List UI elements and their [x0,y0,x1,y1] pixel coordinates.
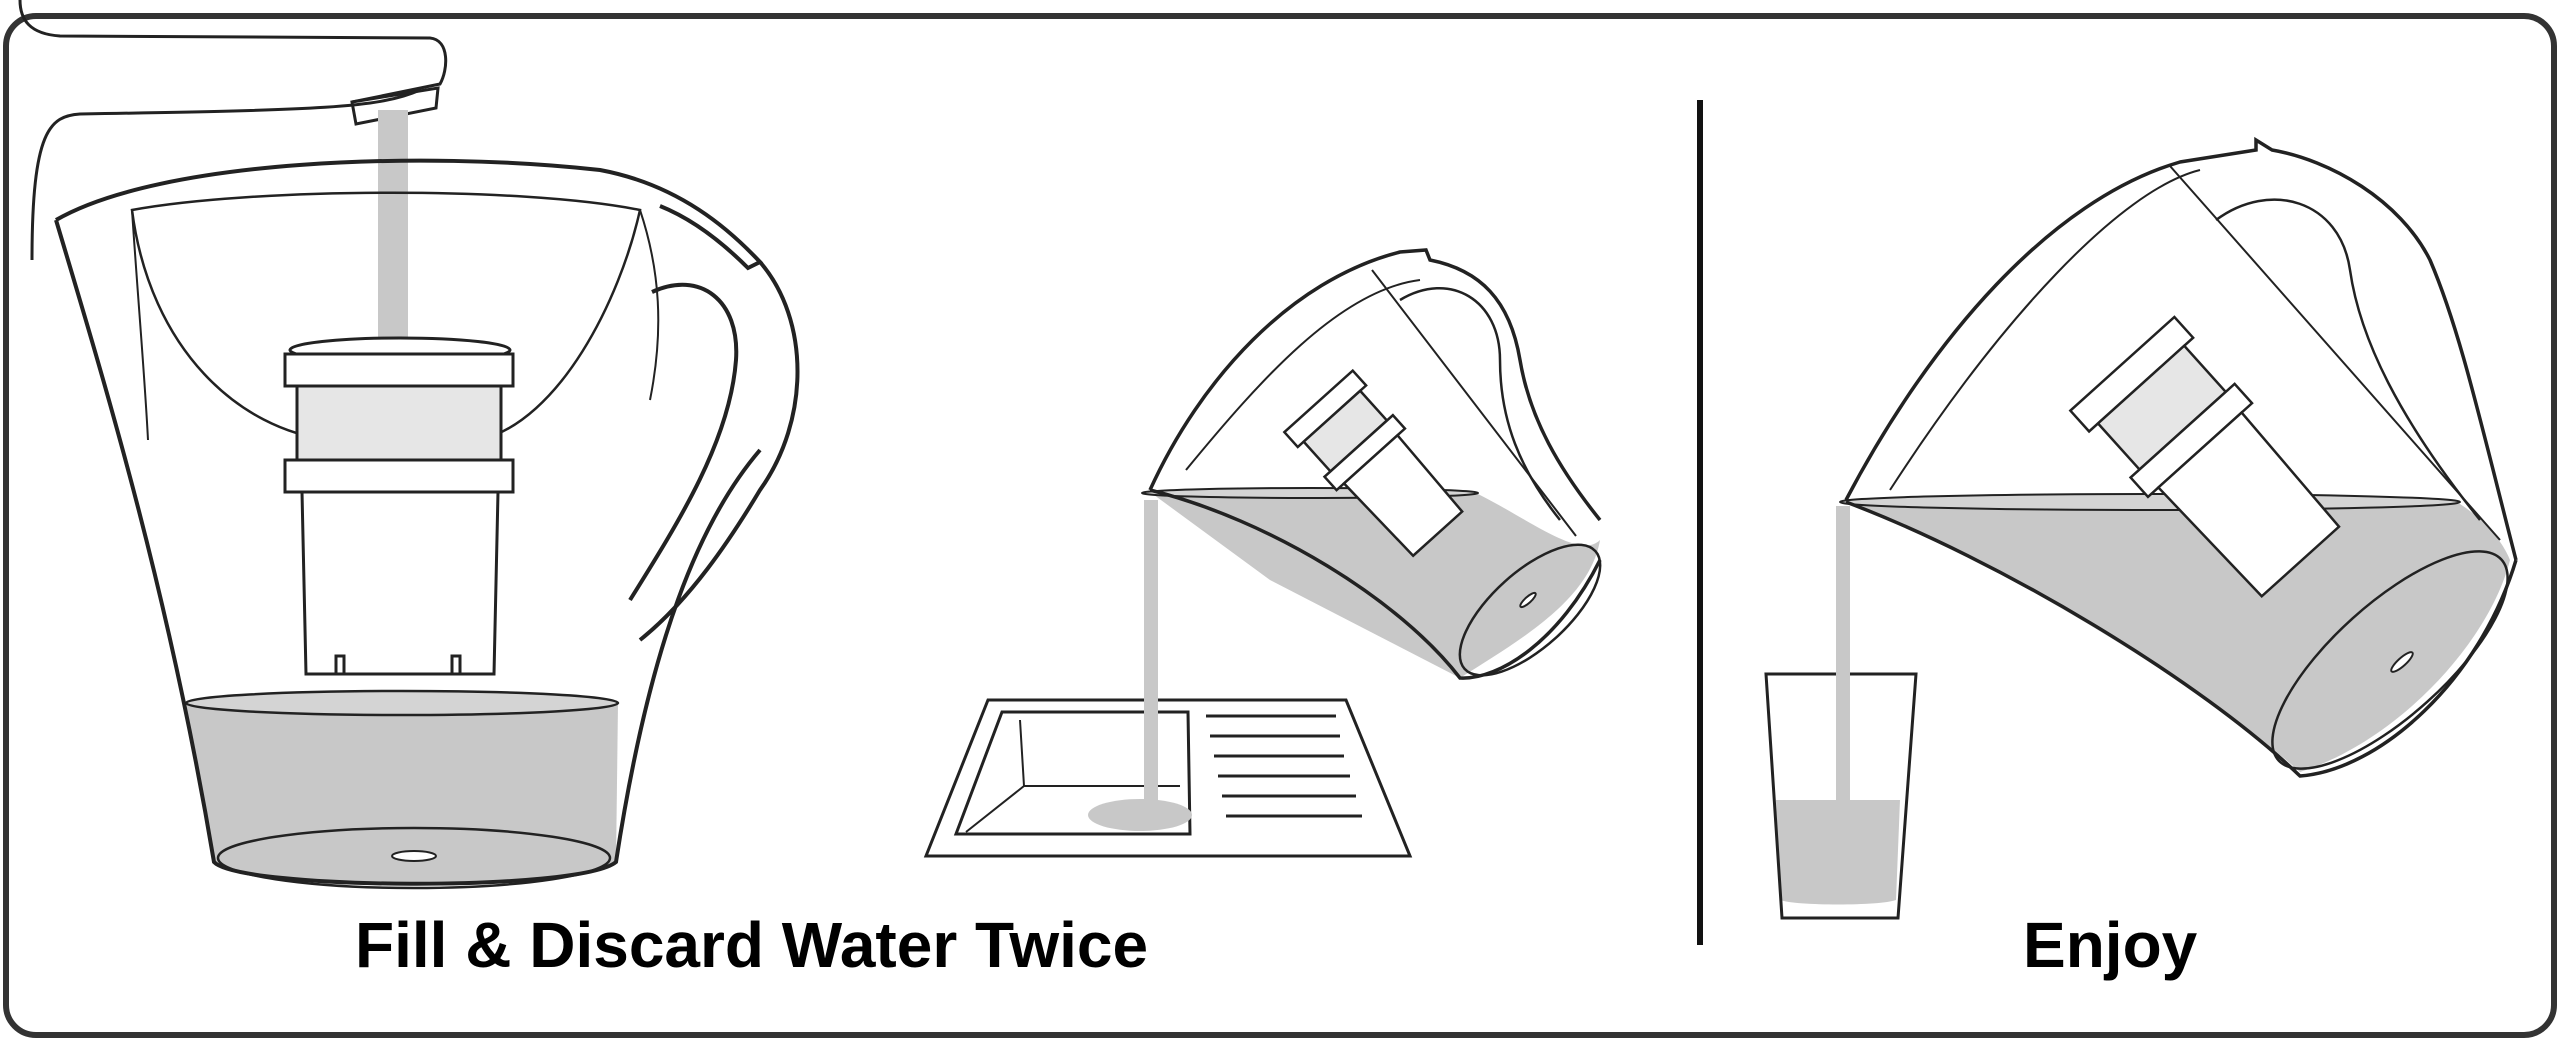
glass [1764,672,1918,920]
water-stream-sink [1144,500,1158,816]
pitcher-tilted-sink [1141,248,1602,680]
water-stream-glass [1836,506,1850,804]
pitcher-tilted-glass [1839,136,2518,778]
caption-fill-discard: Fill & Discard Water Twice [355,909,1149,981]
faucet [18,0,448,261]
water-stream-faucet [378,110,408,340]
caption-enjoy: Enjoy [2023,909,2198,981]
outer-border [3,13,2557,1038]
pitcher-upright [54,158,800,890]
water-puddle-sink [1088,799,1192,831]
sink [923,698,1413,858]
filter-cartridge-upright [283,336,515,676]
